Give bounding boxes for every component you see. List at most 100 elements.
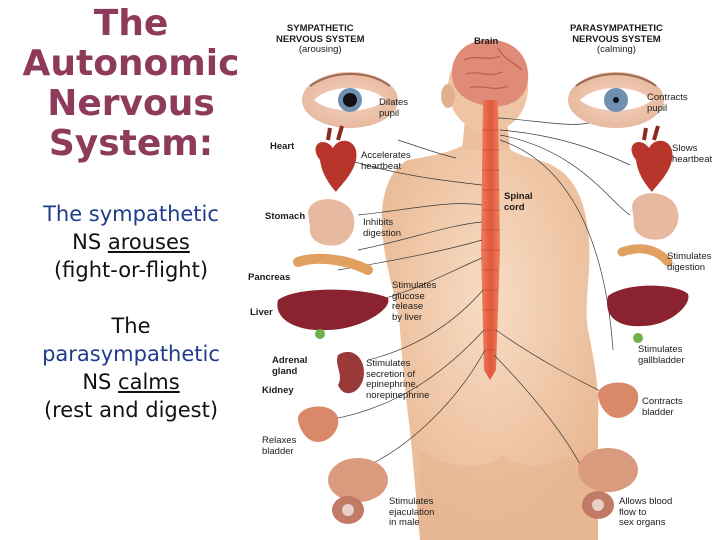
nerve-pathways: [327, 117, 631, 471]
title-line: The: [93, 3, 169, 44]
title-line: Nervous: [47, 83, 215, 124]
right-heart-illustration: [631, 125, 673, 192]
label-line: Relaxes: [262, 435, 297, 446]
label-line: Stimulates: [389, 496, 434, 507]
label-line: digestion: [363, 227, 402, 239]
right-reproductive-illustration: [578, 448, 638, 519]
label-line: Stimulates: [392, 280, 437, 291]
parasympathetic-description: The parasympathetic NS calms (rest and d…: [0, 312, 262, 424]
label-line: heartbeat: [672, 153, 713, 165]
accelerates-heartbeat-label: Accelerates heartbeat: [361, 150, 411, 172]
pancreas-label: Pancreas: [248, 272, 291, 283]
label-line: sex organs: [619, 517, 666, 528]
label-line: gland: [272, 365, 298, 377]
anatomy-illustration: [277, 39, 689, 540]
parasympathetic-header: PARASYMPATHETIC NERVOUS SYSTEM (calming): [570, 23, 663, 56]
parasympathetic-line: NS calms: [0, 368, 262, 396]
label-line: Slows: [672, 143, 698, 154]
label-line: bladder: [262, 445, 294, 457]
arouses-emphasis: arouses: [107, 230, 190, 254]
right-liver-illustration: [607, 285, 689, 343]
label-line: Accelerates: [361, 150, 411, 161]
title-line: Autonomic: [22, 43, 240, 84]
left-liver-illustration: [277, 289, 389, 339]
label-line: in male: [389, 517, 420, 528]
sympathetic-prefix: NS: [72, 230, 108, 254]
left-kidney-illustration: [337, 351, 364, 394]
label-line: pupil: [379, 107, 400, 119]
header-line: (arousing): [298, 44, 342, 55]
label-line: Inhibits: [363, 217, 394, 228]
label-line: digestion: [667, 261, 706, 273]
label-line: secretion of: [366, 368, 416, 380]
sympathetic-line: NS arouses: [0, 228, 262, 256]
label-line: epinephrine,: [366, 379, 419, 390]
sympathetic-eye-illustration: [302, 72, 398, 128]
header-line: PARASYMPATHETIC: [570, 23, 663, 34]
sympathetic-description: The sympathetic NS arouses (fight-or-fli…: [0, 200, 262, 284]
label-line: release: [392, 301, 424, 312]
label-line: Contracts: [647, 92, 688, 103]
relaxes-bladder-label: Relaxes bladder: [262, 435, 297, 457]
label-line: norepinephrine: [366, 389, 430, 401]
label-line: ejaculation: [389, 506, 435, 518]
label-line: pupil: [647, 102, 668, 114]
label-line: bladder: [642, 406, 674, 418]
heart-label: Heart: [270, 141, 295, 152]
label-line: gallbladder: [638, 354, 685, 366]
text-panel: The Autonomic Nervous System: The sympat…: [0, 0, 262, 540]
label-line: Spinal: [504, 191, 533, 202]
label-line: Stimulates: [667, 251, 712, 262]
parasympathetic-prefix: NS: [82, 370, 119, 394]
contracts-pupil-label: Contracts pupil: [647, 92, 688, 114]
anatomy-figure: SYMPATHETIC NERVOUS SYSTEM (arousing) PA…: [238, 0, 720, 540]
left-reproductive-illustration: [328, 458, 388, 524]
label-line: Contracts: [642, 396, 683, 407]
left-stomach-illustration: [293, 199, 373, 275]
header-line: SYMPATHETIC: [286, 23, 354, 34]
allows-blood-flow-label: Allows blood flow to sex organs: [619, 496, 673, 529]
calms-emphasis: calms: [118, 370, 180, 394]
parasympathetic-line: (rest and digest): [43, 398, 219, 422]
header-line: (calming): [596, 44, 636, 55]
title-line: System:: [48, 123, 214, 164]
left-bladder-illustration: [297, 406, 339, 442]
body-back: [381, 39, 599, 540]
header-line: NERVOUS SYSTEM: [276, 33, 365, 45]
contracts-bladder-label: Contracts bladder: [642, 396, 683, 418]
label-line: Allows blood: [619, 496, 673, 507]
label-line: heartbeat: [361, 160, 402, 172]
stimulates-gallbladder-label: Stimulates gallbladder: [638, 344, 685, 366]
label-line: Stimulates: [638, 344, 683, 355]
label-line: by liver: [392, 311, 423, 323]
header-line: NERVOUS SYSTEM: [572, 33, 661, 45]
stimulates-digestion-label: Stimulates digestion: [667, 251, 712, 273]
dilates-pupil-label: Dilates pupil: [379, 97, 409, 119]
spinal-cord-label: Spinal cord: [504, 191, 533, 213]
adrenal-gland-label: Adrenal gland: [272, 355, 308, 377]
sympathetic-header: SYMPATHETIC NERVOUS SYSTEM (arousing): [276, 23, 365, 56]
kidney-label: Kidney: [262, 385, 294, 396]
label-line: Dilates: [379, 97, 409, 108]
stimulates-ejaculation-label: Stimulates ejaculation in male: [389, 496, 435, 529]
inhibits-digestion-label: Inhibits digestion: [363, 217, 402, 239]
brain-label: Brain: [474, 36, 499, 47]
right-bladder-illustration: [597, 382, 639, 418]
label-line: glucose: [392, 290, 425, 302]
parasympathetic-line: parasympathetic: [42, 342, 220, 366]
parasympathetic-line: The: [111, 314, 151, 338]
sympathetic-line: (fight-or-flight): [53, 258, 209, 282]
label-line: Stimulates: [366, 358, 411, 369]
label-line: flow to: [619, 506, 647, 518]
label-line: cord: [504, 201, 525, 213]
label-line: Adrenal: [272, 355, 308, 366]
parasympathetic-eye-illustration: [568, 72, 664, 128]
left-heart-illustration: [315, 125, 357, 192]
sympathetic-line: The sympathetic: [43, 202, 219, 226]
stimulates-glucose-label: Stimulates glucose release by liver: [392, 280, 437, 323]
stimulates-secretion-label: Stimulates secretion of epinephrine, nor…: [366, 358, 430, 401]
liver-label: Liver: [250, 307, 273, 318]
slide-title: The Autonomic Nervous System:: [0, 4, 262, 164]
stomach-label: Stomach: [265, 211, 306, 222]
slows-heartbeat-label: Slows heartbeat: [672, 143, 713, 165]
